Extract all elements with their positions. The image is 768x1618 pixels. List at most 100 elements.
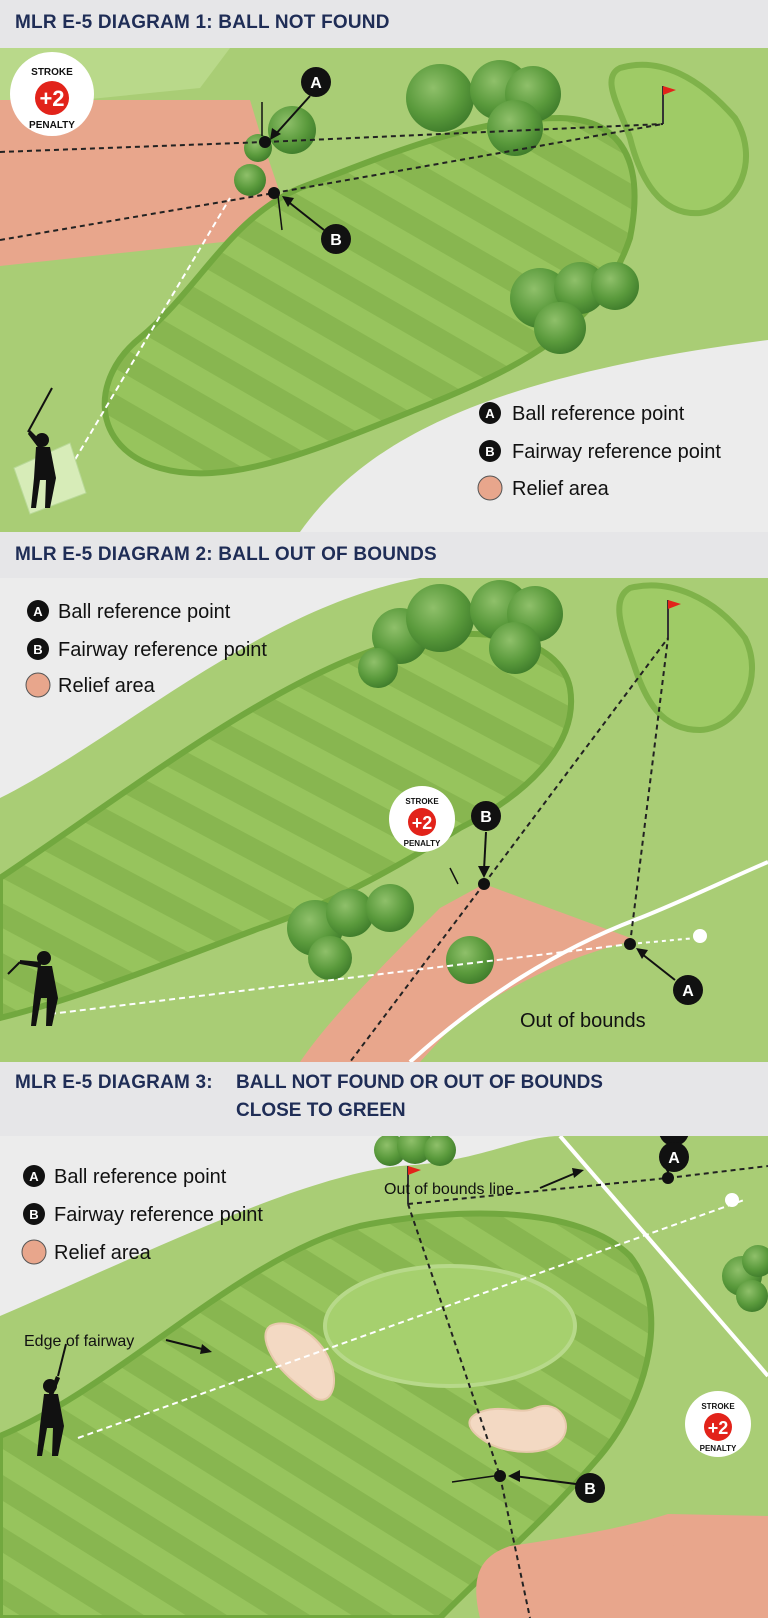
club-length-marker-b — [277, 195, 283, 231]
ball-line-flag — [264, 123, 664, 143]
svg-text:PENALTY: PENALTY — [404, 839, 441, 848]
legend-label-relief: Relief area — [54, 1242, 152, 1264]
diagram1-header: MLR E-5 DIAGRAM 1: BALL NOT FOUND — [0, 0, 768, 48]
diagram1-illustration: A B +2 STROKE PENALTY A — [0, 48, 768, 532]
ball-line-left — [0, 141, 266, 153]
fairway-reference-point — [478, 878, 490, 890]
diagram1-title: MLR E-5 DIAGRAM 1: BALL NOT FOUND — [15, 12, 390, 33]
diagram2-legend: A Ball reference point B Fairway referen… — [25, 600, 267, 698]
diagram2-title: MLR E-5 DIAGRAM 2: BALL OUT OF BOUNDS — [15, 544, 437, 565]
edge-of-fairway-label: Edge of fairway — [24, 1333, 134, 1350]
flag-icon — [408, 1166, 421, 1175]
out-of-bounds-line — [558, 1136, 768, 1378]
legend-label-fairway: Fairway reference point — [58, 639, 267, 661]
fairway — [101, 114, 638, 477]
svg-text:PENALTY: PENALTY — [700, 1444, 737, 1453]
marker-a-callout: A — [636, 948, 703, 1005]
ball-line-flag — [407, 1177, 669, 1205]
svg-text:A: A — [310, 75, 322, 92]
flag-icon — [668, 600, 681, 609]
tree-cluster-top — [358, 580, 563, 688]
diagram2-header: MLR E-5 DIAGRAM 2: BALL OUT OF BOUNDS — [0, 532, 768, 578]
svg-text:A: A — [682, 983, 694, 1000]
golfer-icon — [7, 951, 58, 1026]
out-of-bounds-line-label: Out of bounds line — [384, 1181, 514, 1198]
svg-text:+2: +2 — [39, 86, 64, 111]
stroke-penalty-badge: +2 STROKE PENALTY — [389, 786, 455, 852]
green — [616, 582, 756, 734]
diagram3-marker-a: A — [659, 1142, 689, 1172]
fairway — [0, 630, 575, 1022]
svg-text:+2: +2 — [708, 1418, 729, 1438]
ball-reference-point — [662, 1172, 674, 1184]
svg-text:B: B — [485, 444, 494, 459]
svg-text:B: B — [584, 1481, 596, 1498]
fairway-line-flag — [483, 637, 669, 885]
golfer-icon — [37, 1343, 67, 1456]
shot-line — [49, 943, 631, 1015]
fairway-reference-point — [268, 187, 280, 199]
tree-cluster-left — [234, 106, 316, 196]
legend-label-ball: Ball reference point — [58, 601, 231, 623]
svg-text:A: A — [29, 1169, 39, 1184]
diagram3-panel — [0, 1136, 768, 1618]
out-of-play-area — [300, 340, 768, 532]
shot-line — [69, 197, 231, 469]
legend-label-fairway: Fairway reference point — [512, 441, 721, 463]
svg-text:B: B — [33, 642, 42, 657]
stroke-penalty-badge: +2 STROKE PENALTY — [10, 52, 94, 136]
legend-label-ball: Ball reference point — [54, 1166, 227, 1188]
diagram3-foreground: B +2 STROKE PENALTY Out of bounds line E… — [21, 1155, 751, 1503]
club-length-marker-b — [449, 867, 459, 885]
legend-label-ball: Ball reference point — [512, 403, 685, 425]
diagram3-title: BALL NOT FOUND OR OUT OF BOUNDS — [236, 1072, 603, 1093]
fairway-line-flag — [407, 1203, 501, 1477]
ball-reference-point — [624, 938, 636, 950]
bunker-right — [468, 1405, 567, 1453]
svg-text:A: A — [485, 406, 495, 421]
ball-icon — [725, 1193, 739, 1207]
legend-label-relief: Relief area — [512, 478, 610, 500]
marker-b-callout: B — [471, 801, 501, 878]
out-of-bounds-line — [408, 860, 768, 1062]
golfer-icon — [27, 387, 56, 508]
fairway-line-left — [0, 192, 275, 241]
svg-text:A: A — [33, 604, 43, 619]
diagram1-legend: A Ball reference point B Fairway referen… — [477, 402, 721, 501]
svg-text:B: B — [29, 1207, 38, 1222]
fairway-reference-point — [494, 1470, 506, 1482]
svg-text:STROKE: STROKE — [31, 67, 73, 78]
marker-a-callout: A — [270, 67, 331, 140]
diagram3-header: MLR E-5 DIAGRAM 3: BALL NOT FOUND OR OUT… — [0, 1062, 768, 1136]
tree-cluster-top — [406, 60, 561, 156]
out-of-bounds-label: Out of bounds — [520, 1010, 646, 1032]
tree-right — [722, 1245, 768, 1312]
marker-b-callout: B — [508, 1470, 605, 1503]
legend-label-relief: Relief area — [58, 675, 156, 697]
ball-reference-point — [259, 136, 271, 148]
svg-text:B: B — [480, 809, 492, 826]
bunker-left — [264, 1322, 335, 1401]
tree-cluster-right — [510, 262, 639, 354]
marker-b-callout: B — [282, 196, 351, 254]
stroke-penalty-badge: +2 STROKE PENALTY — [685, 1391, 751, 1457]
legend-label-fairway: Fairway reference point — [54, 1204, 263, 1226]
shot-line — [77, 1199, 745, 1439]
diagram3-title-prefix: MLR E-5 DIAGRAM 3: — [15, 1072, 213, 1093]
svg-text:A: A — [668, 1150, 680, 1167]
ball-line-flag — [629, 637, 669, 945]
flag-icon — [663, 86, 676, 95]
tree-cluster-middle — [287, 884, 494, 984]
svg-text:STROKE: STROKE — [701, 1402, 735, 1411]
svg-text:PENALTY: PENALTY — [29, 120, 75, 131]
diagram3-illustration — [0, 1136, 768, 1618]
svg-text:STROKE: STROKE — [405, 797, 439, 806]
diagram3-title-line2: CLOSE TO GREEN — [236, 1100, 406, 1121]
svg-text:+2: +2 — [412, 813, 433, 833]
fairway-line-flag — [273, 123, 664, 194]
diagram2-panel: B A +2 STROKE PENALTY Out of bounds — [0, 578, 768, 1062]
diagram2-illustration: B A +2 STROKE PENALTY Out of bounds — [0, 578, 768, 1062]
diagram1-panel: A B +2 STROKE PENALTY A — [0, 48, 768, 532]
ball-icon — [693, 929, 707, 943]
